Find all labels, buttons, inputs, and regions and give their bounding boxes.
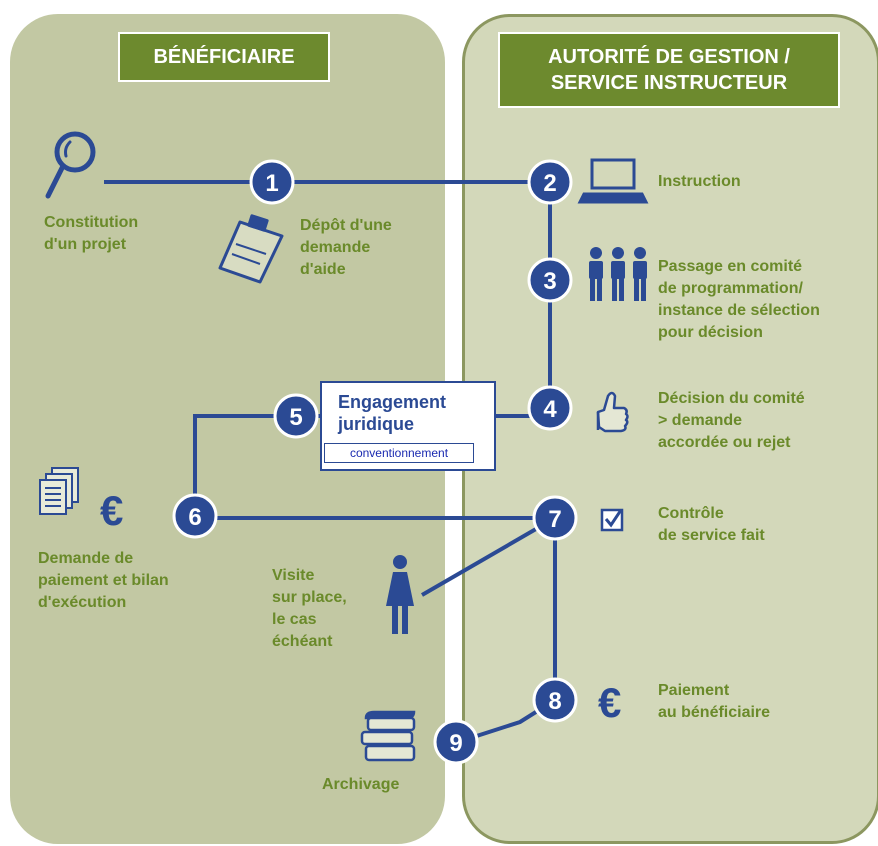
label-controle: Contrôle de service fait: [658, 505, 765, 544]
label-archivage: Archivage: [322, 776, 400, 793]
header-autorite: AUTORITÉ DE GESTION / SERVICE INSTRUCTEU…: [498, 32, 840, 108]
label-constitution: Constitution d'un projet: [44, 214, 139, 253]
magnifier-icon: [45, 131, 96, 199]
documents-icon: [39, 467, 79, 515]
step-number: 3: [543, 268, 556, 295]
step-3: 3: [527, 257, 573, 303]
step-4: 4: [527, 385, 573, 431]
line-7-visite: [420, 516, 557, 597]
people-icon: [589, 247, 647, 301]
step-number: 7: [548, 506, 561, 533]
autorite-panel: [462, 14, 878, 844]
step-6: 6: [172, 493, 218, 539]
line-5-6: [193, 414, 296, 516]
clipboard-icon: [218, 214, 284, 284]
engagement-box: Engagement juridique conventionnement: [320, 381, 496, 471]
step-number: 8: [548, 688, 561, 715]
label-paiement: Paiement au bénéficiaire: [658, 682, 771, 721]
checkbox-icon: [600, 508, 624, 532]
step-number: 5: [289, 404, 302, 431]
step-number: 1: [265, 170, 278, 197]
woman-icon: [386, 555, 414, 634]
step-9: 9: [433, 719, 479, 765]
step-7: 7: [532, 495, 578, 541]
flow-lines: [104, 180, 557, 744]
thumbs-up-icon: [596, 391, 629, 433]
laptop-icon: [577, 158, 649, 204]
step-number: 9: [449, 730, 462, 757]
label-decision: Décision du comité > demande accordée ou…: [658, 390, 805, 451]
euro-icon: €: [598, 679, 622, 726]
euro-icon: €: [100, 487, 124, 534]
step-number: 6: [188, 504, 201, 531]
label-depot: Dépôt d'une demande d'aide: [300, 217, 392, 278]
label-instruction: Instruction: [658, 173, 741, 190]
step-5: 5: [273, 393, 319, 439]
step-8: 8: [532, 677, 578, 723]
step-number: 4: [543, 396, 557, 423]
label-visite: Visite sur place, le cas échéant: [272, 567, 347, 650]
engagement-title: Engagement juridique: [338, 392, 447, 434]
step-number: 2: [543, 170, 556, 197]
engagement-subtitle: conventionnement: [324, 443, 474, 463]
step-2: 2: [527, 159, 573, 205]
books-icon: [360, 710, 416, 762]
label-comite: Passage en comité de programmation/ inst…: [658, 258, 820, 341]
label-demande-paiement: Demande de paiement et bilan d'exécution: [38, 550, 169, 611]
step-1: 1: [249, 159, 295, 205]
header-beneficiaire: BÉNÉFICIAIRE: [118, 32, 330, 82]
